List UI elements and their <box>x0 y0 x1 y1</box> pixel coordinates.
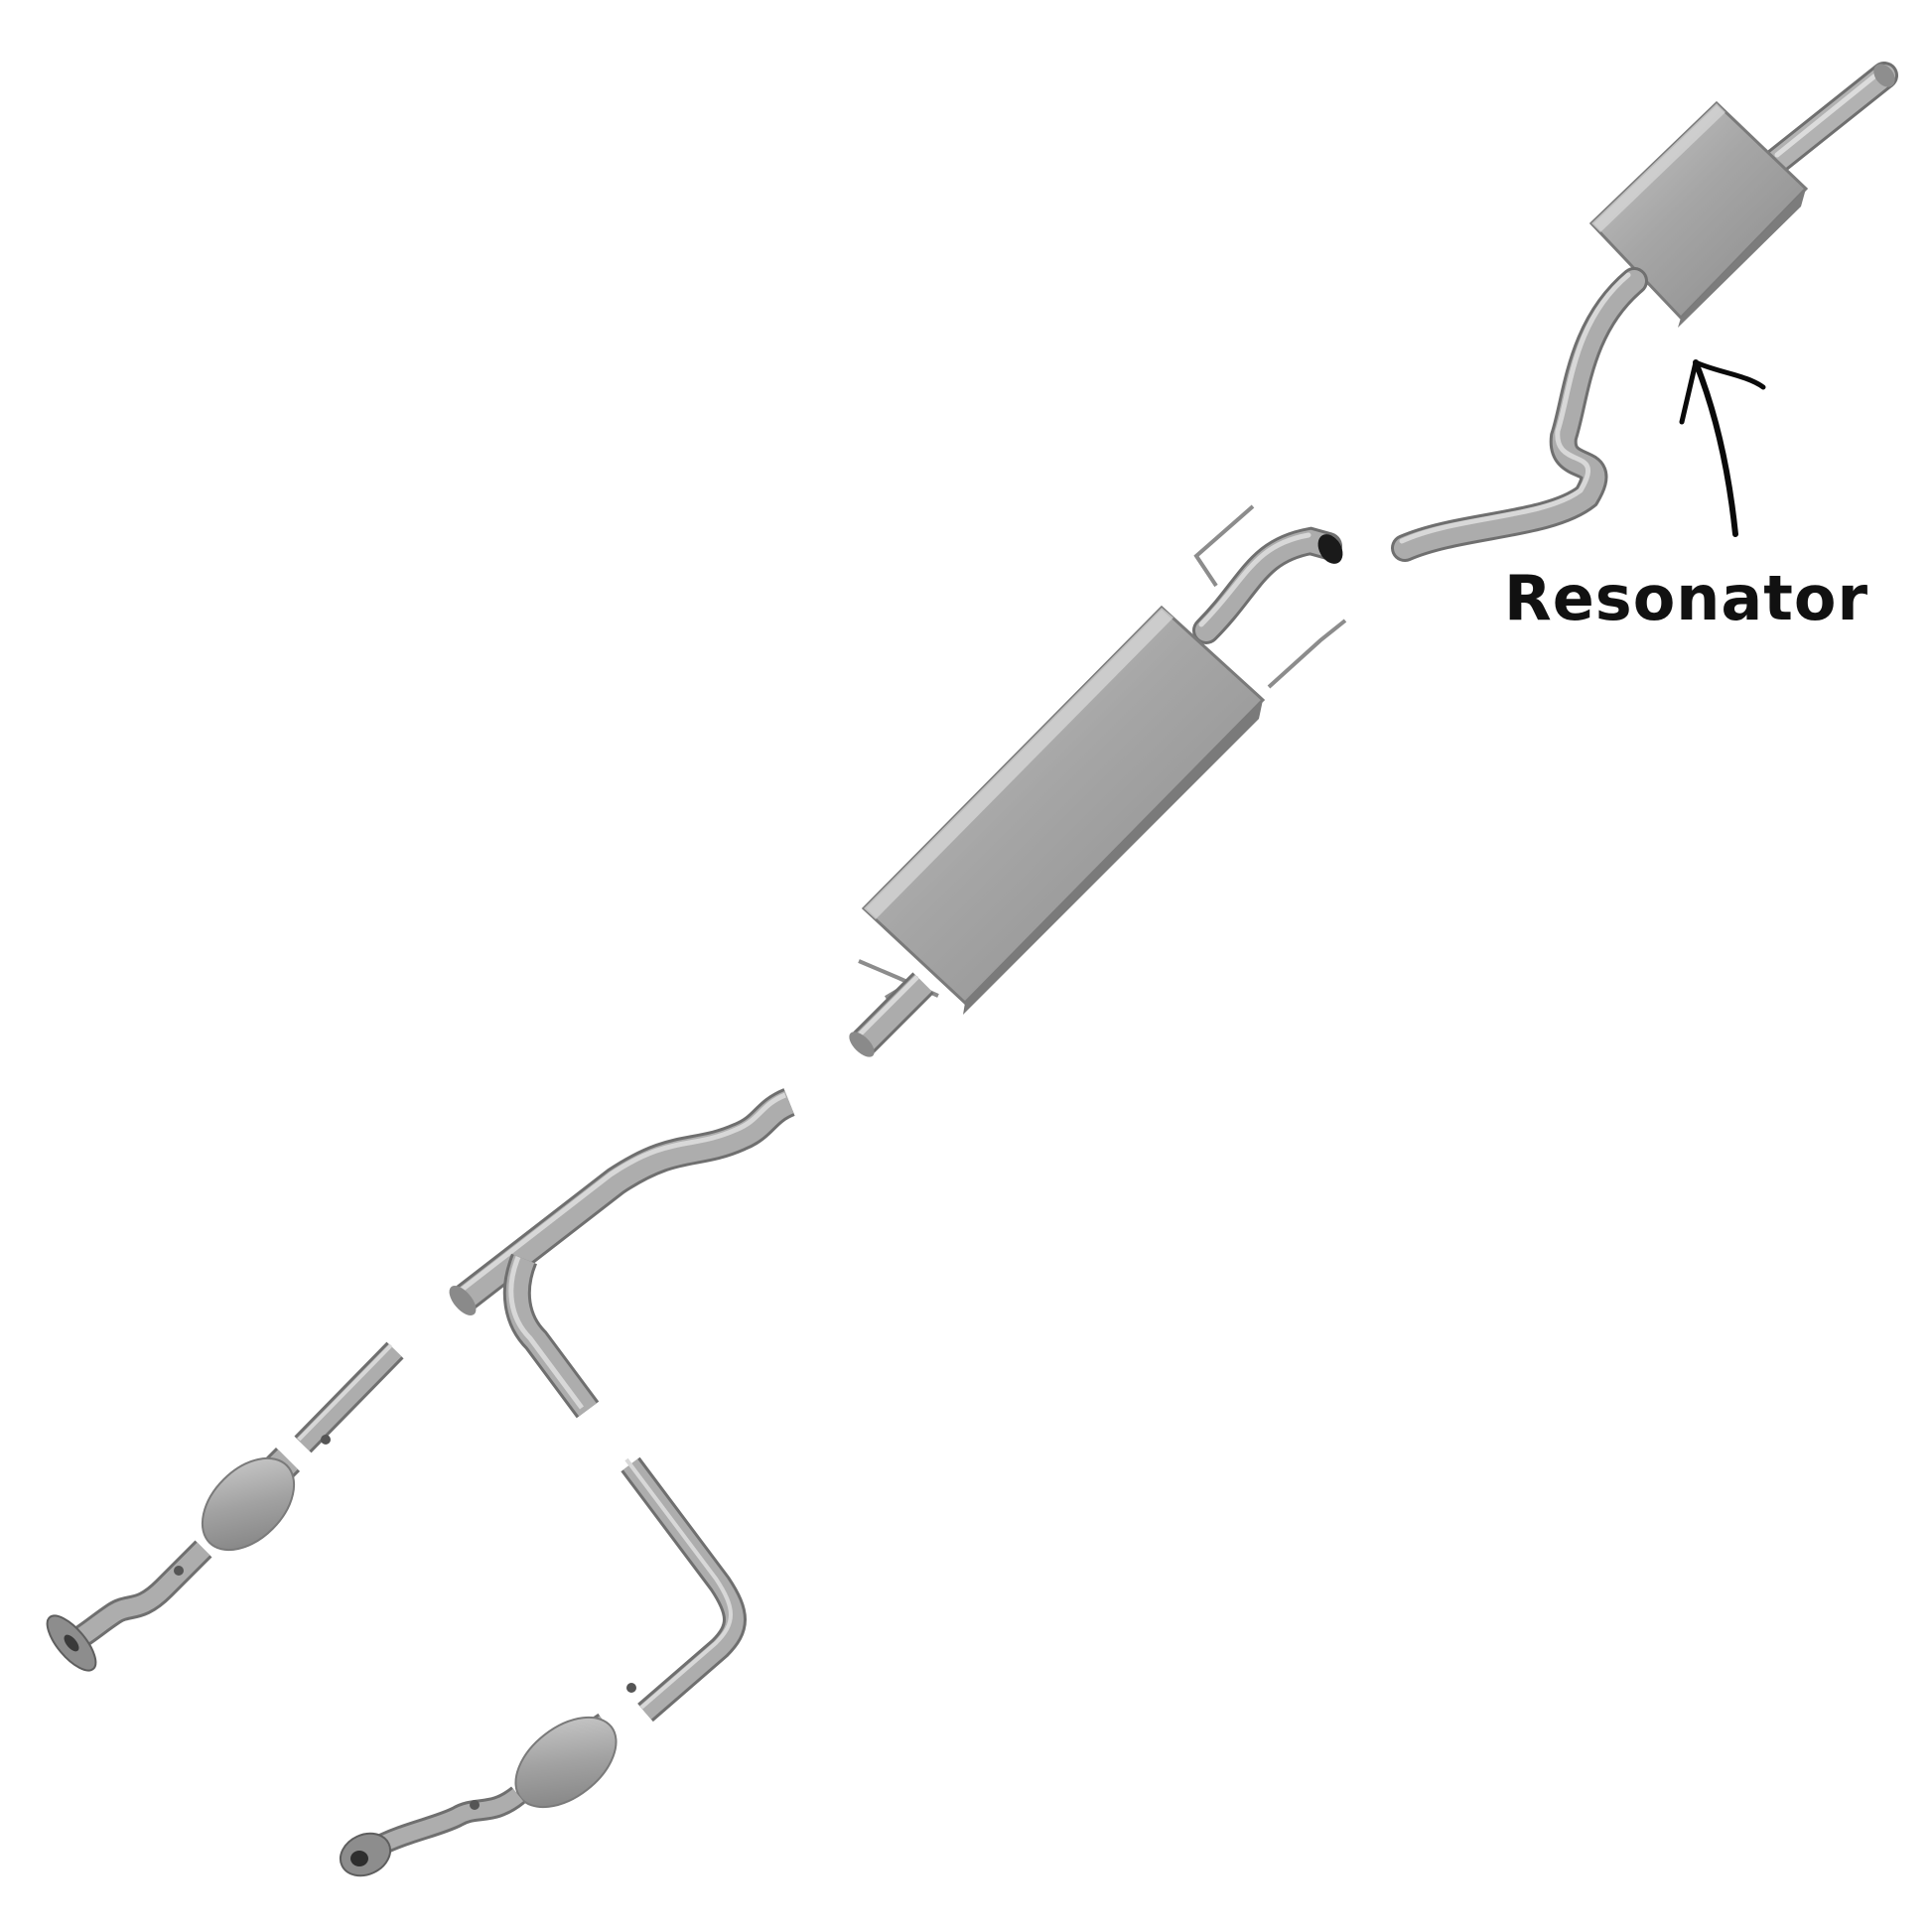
resonator-body <box>1588 100 1809 328</box>
flange-bottom <box>339 1832 392 1877</box>
resonator-label: Resonator <box>1504 562 1869 634</box>
muffler-body <box>861 605 1266 1015</box>
muffler-hanger-top <box>1193 504 1347 689</box>
flange-left <box>46 1614 97 1672</box>
tailpipe-tip <box>1763 62 1898 175</box>
resonator-inlet-pipe <box>1391 267 1648 562</box>
y-pipe <box>449 1088 796 1419</box>
catalytic-converter-left <box>46 1341 404 1672</box>
tailpipe-assembly <box>1391 62 1898 562</box>
y-pipe-main <box>449 1088 796 1315</box>
y-pipe-branch <box>502 1253 600 1419</box>
resonator-callout-arrow-icon <box>1679 359 1766 537</box>
muffler-inlet-pipe <box>849 972 934 1057</box>
muffler-outlet-pipe <box>1192 526 1343 644</box>
muffler-assembly <box>849 504 1347 1057</box>
catalytic-converter-right <box>339 1456 747 1877</box>
